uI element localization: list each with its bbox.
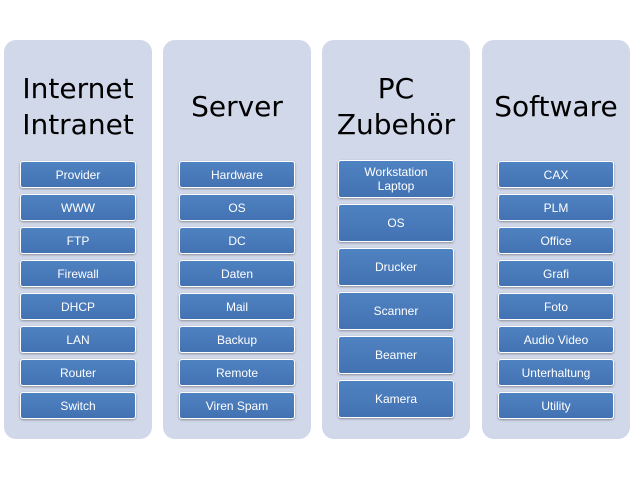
item-box: Beamer — [338, 336, 454, 374]
column-title-line: Server — [191, 90, 283, 123]
item-box: Remote — [179, 359, 295, 386]
column-title: PC Zubehör — [322, 62, 470, 152]
item-box: Office — [498, 227, 614, 254]
item-box: OS — [338, 204, 454, 242]
item-box: Switch — [20, 392, 136, 419]
item-box: DC — [179, 227, 295, 254]
item-box: Kamera — [338, 380, 454, 418]
item-box: DHCP — [20, 293, 136, 320]
item-box: Scanner — [338, 292, 454, 330]
column-internet-intranet: Internet Intranet Provider WWW FTP Firew… — [4, 40, 152, 439]
item-box: Viren Spam — [179, 392, 295, 419]
item-box: Router — [20, 359, 136, 386]
item-box: Unterhaltung — [498, 359, 614, 386]
column-title-line: Internet — [22, 72, 134, 105]
column-software: Software CAX PLM Office Grafi Foto Audio… — [482, 40, 630, 439]
item-box: Grafi — [498, 260, 614, 287]
column-title-line: Software — [494, 90, 618, 123]
column-title: Server — [163, 62, 311, 152]
item-box: Foto — [498, 293, 614, 320]
item-box: Utility — [498, 392, 614, 419]
item-box: Provider — [20, 161, 136, 188]
item-box: CAX — [498, 161, 614, 188]
item-box: Workstation Laptop — [338, 160, 454, 198]
item-box: Audio Video — [498, 326, 614, 353]
column-pc-zubehoer: PC Zubehör Workstation Laptop OS Drucker… — [322, 40, 470, 439]
item-box: Drucker — [338, 248, 454, 286]
column-title-line: PC — [377, 72, 415, 105]
item-box: Hardware — [179, 161, 295, 188]
item-box: Daten — [179, 260, 295, 287]
item-box: LAN — [20, 326, 136, 353]
item-box: Firewall — [20, 260, 136, 287]
item-box: Backup — [179, 326, 295, 353]
column-title: Internet Intranet — [4, 62, 152, 152]
column-title-line: Zubehör — [336, 108, 456, 141]
column-title-line: Intranet — [22, 108, 134, 141]
column-title: Software — [482, 62, 630, 152]
column-server: Server Hardware OS DC Daten Mail Backup … — [163, 40, 311, 439]
item-box: PLM — [498, 194, 614, 221]
item-box: Mail — [179, 293, 295, 320]
item-box: OS — [179, 194, 295, 221]
item-box: WWW — [20, 194, 136, 221]
item-box: FTP — [20, 227, 136, 254]
